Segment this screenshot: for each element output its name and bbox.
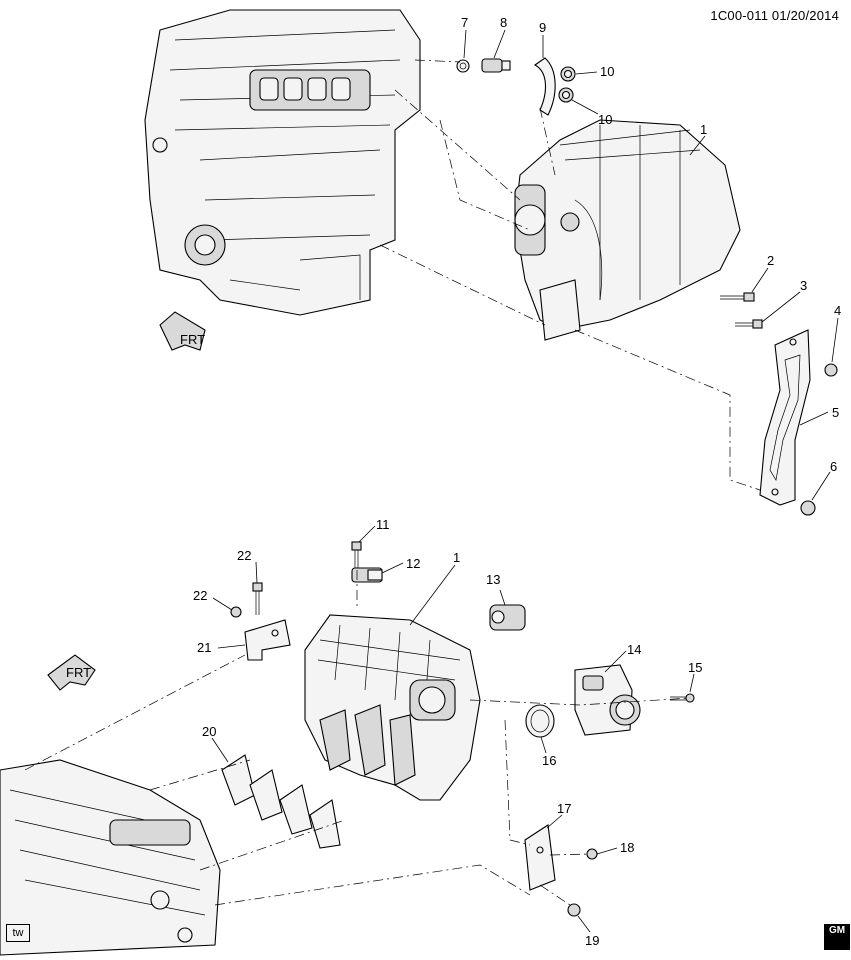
map-sensor-12 (351, 567, 383, 583)
lower-intake-manifold (304, 614, 481, 801)
callout-1-lower: 1 (453, 550, 460, 565)
assembly-line-upper-1 (414, 59, 461, 63)
front-direction-arrow-lower: FRT (47, 654, 96, 691)
bolt-6 (800, 500, 816, 516)
callout-11: 11 (376, 517, 390, 532)
assembly-line-upper-4 (379, 244, 546, 326)
callout-18: 18 (620, 840, 634, 855)
assembly-line-upper-3 (439, 119, 531, 231)
front-label-upper: FRT (180, 332, 205, 347)
callout-8: 8 (500, 15, 507, 30)
assembly-line-lower-3 (199, 819, 346, 871)
bolt-19 (567, 903, 581, 917)
control-valve-13 (489, 604, 526, 631)
callout-7: 7 (461, 15, 468, 30)
assembly-line-lower-5 (469, 697, 691, 706)
throttle-gasket-16 (525, 704, 555, 738)
callout-1-upper: 1 (700, 122, 707, 137)
callout-20: 20 (202, 724, 216, 739)
bolt-2 (720, 292, 755, 302)
assembly-line-lower-2 (149, 759, 251, 791)
seal-ring-7 (456, 59, 470, 73)
callout-10a: 10 (600, 64, 614, 79)
diagram-reference-code: 1C00-011 01/20/2014 (710, 8, 839, 23)
gm-logo: GM (824, 924, 850, 950)
engine-block-upper (144, 9, 421, 316)
callout-17: 17 (557, 801, 571, 816)
manifold-bracket-5 (759, 329, 811, 506)
callout-5: 5 (832, 405, 839, 420)
bolt-18 (586, 848, 598, 860)
callout-10b: 10 (598, 112, 612, 127)
callout-22b: 22 (193, 588, 207, 603)
callout-14: 14 (627, 642, 641, 657)
assembly-line-upper-2 (394, 89, 521, 201)
front-direction-arrow-upper: FRT (159, 311, 206, 351)
callout-22a: 22 (237, 548, 251, 563)
callout-3: 3 (800, 278, 807, 293)
callout-6: 6 (830, 459, 837, 474)
upper-intake-manifold (514, 119, 741, 341)
callout-13: 13 (486, 572, 500, 587)
callout-9: 9 (539, 20, 546, 35)
manifold-gasket-20 (221, 754, 341, 849)
assembly-line-lower-7 (549, 853, 591, 856)
bolt-4 (824, 363, 838, 377)
callout-4: 4 (834, 303, 841, 318)
callout-15: 15 (688, 660, 702, 675)
throttle-body-14 (574, 664, 641, 736)
tw-badge: tw (6, 924, 30, 942)
bolt-11 (351, 541, 362, 570)
bracket-17 (524, 824, 556, 891)
assembly-line-lower-8 (539, 884, 571, 906)
bolt-15 (670, 693, 695, 703)
callout-19: 19 (585, 933, 599, 948)
bolt-22a (252, 582, 263, 615)
callout-16: 16 (542, 753, 556, 768)
assembly-line-lower-6 (504, 719, 531, 846)
assembly-line-lower-1 (24, 654, 246, 771)
manifold-bracket-21 (244, 619, 291, 661)
assembly-line-upper-6 (539, 107, 556, 176)
callout-21: 21 (197, 640, 211, 655)
callout-12: 12 (406, 556, 420, 571)
assembly-line-upper-5 (574, 329, 761, 491)
assembly-line-lower-4 (214, 864, 531, 906)
sensor-valve-8 (481, 58, 511, 73)
engine-head-lower (0, 759, 221, 956)
hose-clamp-10b (558, 87, 574, 103)
hose-clamp-10a (560, 66, 576, 82)
bolt-22b (230, 606, 242, 618)
bolt-3 (735, 319, 763, 329)
front-label-lower: FRT (66, 665, 91, 680)
callout-2: 2 (767, 253, 774, 268)
pcv-hose (533, 57, 556, 116)
